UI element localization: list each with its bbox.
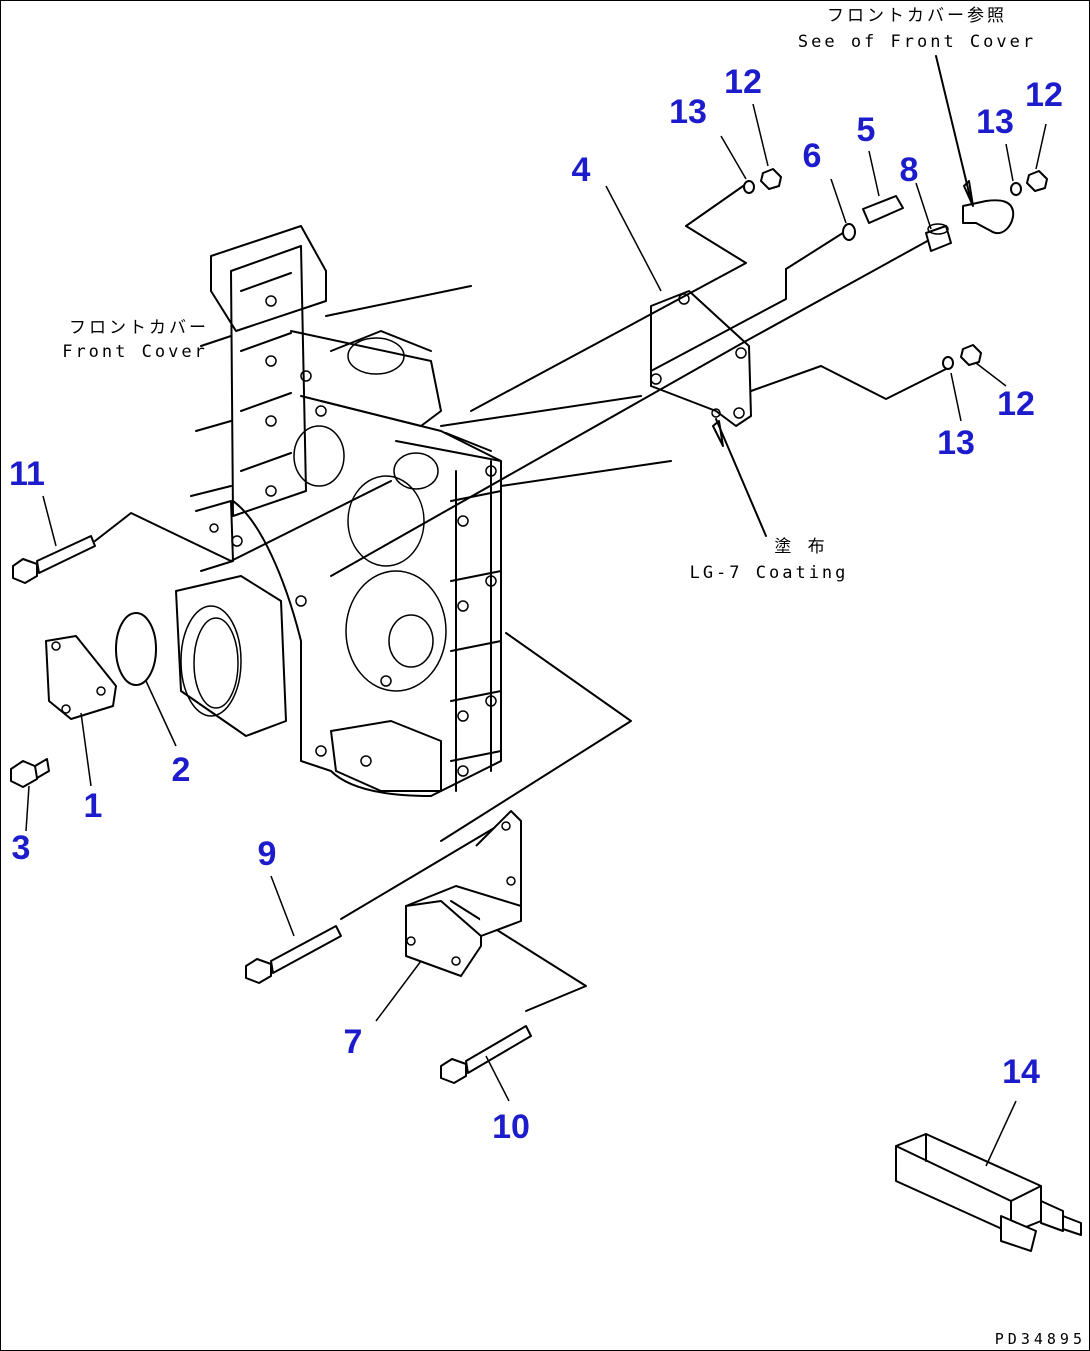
- callout-5: 5: [857, 111, 876, 149]
- callout-4: 4: [572, 151, 591, 189]
- bolt-9: [245, 925, 342, 984]
- callout-14: 14: [1002, 1053, 1040, 1091]
- small-cover-part: [45, 635, 117, 720]
- clamp: [935, 55, 1015, 234]
- callout-leaders: [25, 103, 1047, 1167]
- parts-5-6-8: [842, 195, 952, 252]
- exploded-leader-lines: [230, 183, 947, 1012]
- callout-13-top: 13: [669, 93, 707, 131]
- front-cover-en: Front Cover: [62, 342, 208, 362]
- callout-12-top: 12: [724, 63, 762, 101]
- callout-12-right: 12: [1025, 76, 1063, 114]
- callout-11: 11: [9, 455, 45, 493]
- nut-washer-top: [743, 168, 1048, 370]
- engine-block: [190, 225, 672, 797]
- callout-7: 7: [344, 1023, 363, 1061]
- coating-en: LG-7 Coating: [690, 563, 849, 583]
- cover-plate-4: [650, 290, 752, 427]
- bolt-10: [440, 1025, 532, 1084]
- bracket-7: [405, 810, 522, 977]
- tool-14: [895, 1133, 1082, 1252]
- callout-13-lower: 13: [937, 424, 975, 462]
- drawing-code: PD34895: [995, 1330, 1086, 1348]
- callout-12-lower: 12: [997, 385, 1035, 423]
- bolt-3: [10, 758, 50, 788]
- coating-leader: [712, 418, 767, 537]
- front-cover-ref-en: See of Front Cover: [798, 32, 1036, 52]
- bolt-11: [12, 512, 232, 584]
- front-cover-jp: フロントカバー: [69, 318, 209, 338]
- callout-3: 3: [12, 829, 31, 867]
- coating-jp: 塗 布: [774, 536, 827, 557]
- front-cover-ref-jp: フロントカバー参照: [827, 6, 1007, 26]
- callout-9: 9: [258, 835, 277, 873]
- callout-8: 8: [900, 151, 919, 189]
- callout-10: 10: [492, 1108, 530, 1146]
- annotation-notes: フロントカバー参照 See of Front Cover フロントカバー Fro…: [62, 6, 1086, 1348]
- callout-numbers: 1 2 3 4 5 6 7 8 9 10 11 12 12 12 13 13 1…: [9, 63, 1063, 1146]
- callout-1: 1: [84, 787, 103, 825]
- callout-6: 6: [803, 137, 822, 175]
- seal-part: [115, 575, 287, 737]
- callout-13-right: 13: [976, 103, 1014, 141]
- callout-2: 2: [172, 751, 191, 789]
